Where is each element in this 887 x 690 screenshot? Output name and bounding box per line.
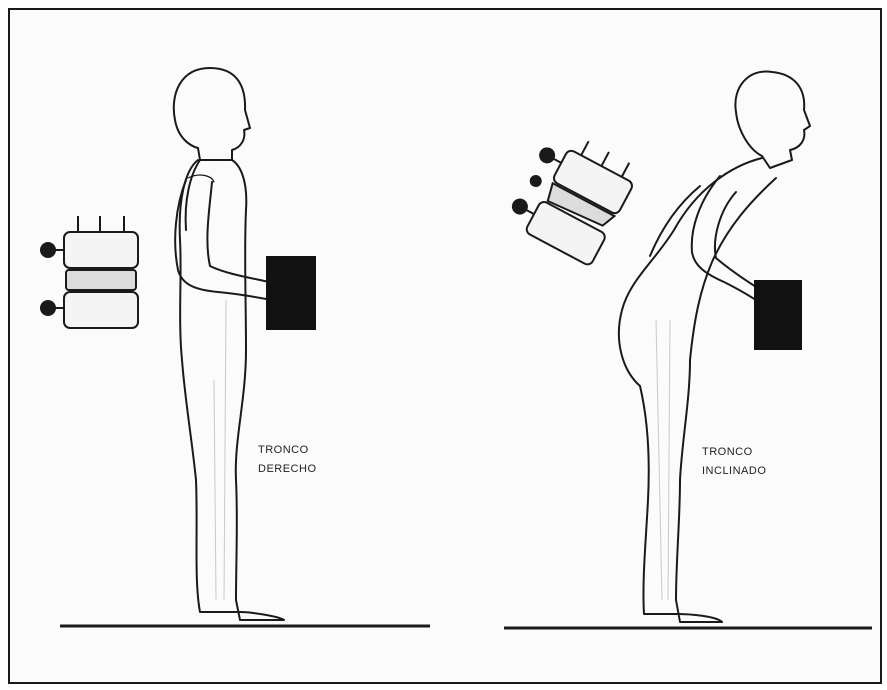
caption-upright-line1: TRONCO: [258, 441, 317, 460]
spinous-process-mid-inclined: [529, 174, 543, 188]
vertebrae-inclined: [504, 124, 641, 267]
head-upright: [174, 68, 250, 160]
disc-upright: [66, 270, 136, 290]
caption-upright-line2: DERECHO: [258, 460, 317, 479]
body-upright: [180, 160, 284, 620]
process-link-bottom-inclined: [525, 209, 534, 214]
force-arrow-1-inclined: [581, 141, 589, 155]
caption-upright: TRONCO DERECHO: [258, 441, 317, 479]
caption-inclined-line2: INCLINADO: [702, 462, 766, 481]
spinous-process-top-upright: [41, 243, 55, 257]
leg-detail-inclined: [656, 320, 670, 600]
force-arrow-3-inclined: [622, 163, 630, 177]
back-line-upright: [186, 160, 200, 230]
spinous-process-bottom-inclined: [510, 197, 529, 216]
vertebra-top-upright: [64, 232, 138, 268]
head-inclined: [735, 71, 810, 168]
body-inclined: [619, 158, 776, 622]
force-arrow-2-inclined: [601, 152, 609, 166]
load-box-upright: [266, 256, 316, 330]
load-box-inclined: [754, 280, 802, 350]
caption-inclined-line1: TRONCO: [702, 443, 766, 462]
leg-detail-upright: [214, 300, 226, 600]
vertebra-bottom-upright: [64, 292, 138, 328]
spinous-process-bottom-upright: [41, 301, 55, 315]
vertebrae-upright: [41, 216, 138, 328]
process-link-top-inclined: [552, 158, 561, 163]
caption-inclined: TRONCO INCLINADO: [702, 443, 766, 481]
figure-upright: [174, 68, 304, 620]
spinous-process-top-inclined: [538, 146, 557, 165]
